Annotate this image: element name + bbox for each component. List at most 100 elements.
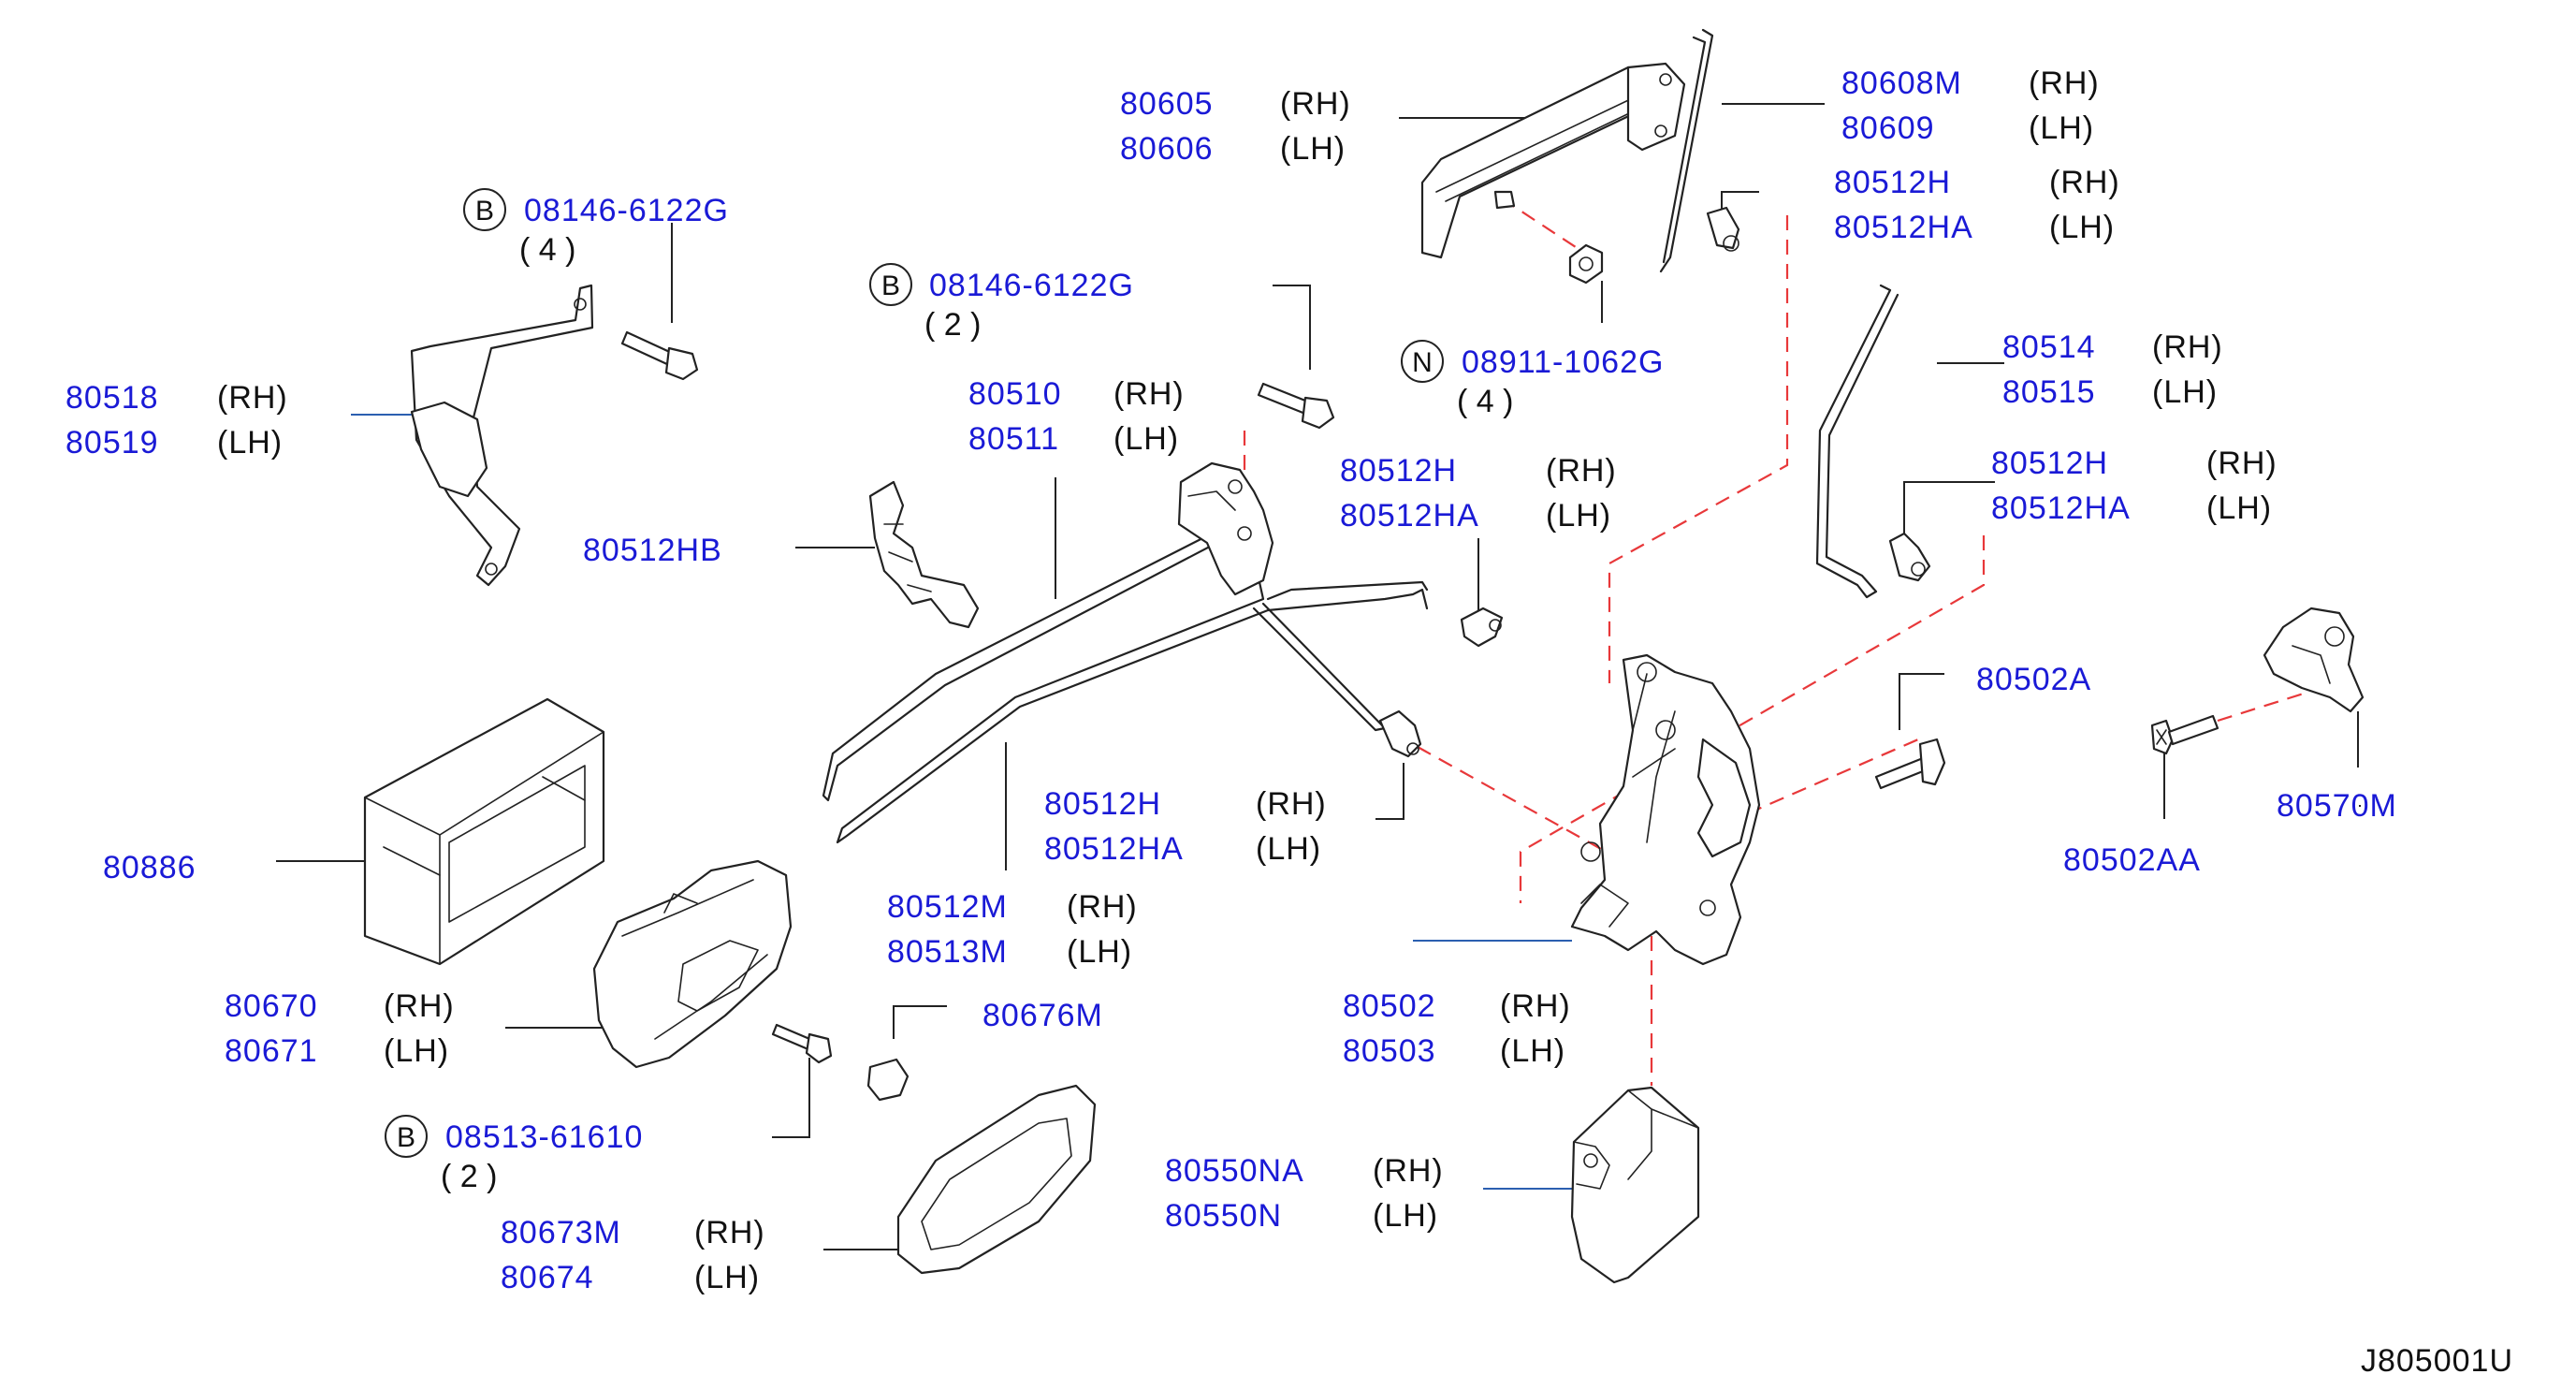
part-number-80550NA[interactable]: 80550NA — [1165, 1153, 1304, 1189]
part-number-80570M[interactable]: 80570M — [2277, 788, 2397, 824]
part-number-08146-6122G[interactable]: 08146-6122G — [524, 193, 729, 228]
part-number-80671[interactable]: 80671 — [225, 1033, 318, 1069]
screw-80502A — [1874, 738, 1946, 790]
part-number-80515[interactable]: 80515 — [2002, 374, 2096, 410]
part-number-80676M[interactable]: 80676M — [982, 998, 1103, 1033]
quantity-4: ( 4 ) — [1457, 384, 1513, 419]
striker-80570M — [2263, 607, 2365, 713]
side-lh: (LH) — [1546, 498, 1611, 534]
side-rh: (RH) — [1067, 889, 1138, 925]
svg-text:B: B — [881, 270, 900, 301]
part-number-80518[interactable]: 80518 — [65, 380, 159, 416]
outside-handle — [1420, 62, 1686, 259]
remote-rods — [822, 527, 1429, 844]
part-number-80605[interactable]: 80605 — [1120, 86, 1214, 122]
side-rh: (RH) — [1373, 1153, 1444, 1189]
part-number-80503[interactable]: 80503 — [1343, 1033, 1436, 1069]
inner-lock-lever — [1177, 461, 1274, 596]
side-lh: (LH) — [2152, 374, 2218, 410]
part-number-80512M[interactable]: 80512M — [887, 889, 1008, 925]
quantity-4: ( 4 ) — [519, 232, 575, 268]
side-rh: (RH) — [1256, 786, 1327, 822]
part-number-80514[interactable]: 80514 — [2002, 329, 2096, 365]
part-number-80510[interactable]: 80510 — [968, 376, 1062, 412]
side-lh: (LH) — [2206, 490, 2272, 526]
side-lh: (LH) — [1373, 1198, 1438, 1234]
bolt-08146-2 — [1257, 382, 1335, 430]
part-number-80519[interactable]: 80519 — [65, 425, 159, 461]
side-rh: (RH) — [1546, 453, 1617, 489]
bolt-08146-4 — [620, 330, 699, 381]
side-rh: (RH) — [2152, 329, 2223, 365]
part-number-80512HA[interactable]: 80512HA — [1991, 490, 2131, 526]
svg-text:N: N — [1412, 347, 1433, 378]
side-lh: (LH) — [1067, 934, 1132, 970]
lock-rod-80514 — [1815, 284, 1899, 599]
part-number-80512H[interactable]: 80512H — [1340, 453, 1457, 489]
clip-80512H-right — [1888, 532, 1931, 582]
part-number-80512H[interactable]: 80512H — [1834, 165, 1951, 200]
side-lh: (LH) — [2049, 210, 2115, 245]
rod-clip-top — [1706, 206, 1740, 252]
nut — [1568, 243, 1604, 285]
side-rh: (RH) — [2029, 66, 2100, 101]
part-number-80511[interactable]: 80511 — [968, 421, 1059, 457]
screw-80502AA — [2150, 714, 2219, 755]
part-number-80608M[interactable]: 80608M — [1841, 66, 1962, 101]
quantity-2: ( 2 ) — [441, 1159, 497, 1194]
side-lh: (LH) — [694, 1260, 760, 1295]
diagram-code: J805001U — [2361, 1343, 2513, 1379]
part-number-80502AA[interactable]: 80502AA — [2063, 842, 2201, 878]
side-rh: (RH) — [217, 380, 288, 416]
badge-b-08146-4: B — [463, 188, 506, 231]
clip-80512HB — [868, 480, 980, 629]
protector-80886 — [363, 697, 605, 966]
part-number-80606[interactable]: 80606 — [1120, 131, 1214, 167]
part-number-08513-61610[interactable]: 08513-61610 — [445, 1119, 643, 1155]
side-rh: (RH) — [2049, 165, 2120, 200]
handle-rod — [1659, 28, 1714, 273]
side-rh: (RH) — [694, 1215, 765, 1250]
part-number-80512H[interactable]: 80512H — [1044, 786, 1161, 822]
part-number-80502[interactable]: 80502 — [1343, 988, 1436, 1024]
part-number-08911-1062G[interactable]: 08911-1062G — [1462, 344, 1664, 380]
side-rh: (RH) — [1113, 376, 1185, 412]
quantity-2: ( 2 ) — [924, 307, 981, 343]
part-number-80512HB[interactable]: 80512HB — [583, 533, 722, 568]
svg-text:B: B — [397, 1122, 415, 1153]
part-number-80502A[interactable]: 80502A — [1976, 662, 2091, 697]
part-number-80512HA[interactable]: 80512HA — [1044, 831, 1184, 867]
side-rh: (RH) — [2206, 446, 2278, 481]
leader-lines — [276, 103, 2361, 1250]
part-number-08146-6122G[interactable]: 08146-6122G — [929, 268, 1134, 303]
side-lh: (LH) — [1113, 421, 1179, 457]
part-number-80609[interactable]: 80609 — [1841, 110, 1935, 146]
side-rh: (RH) — [1500, 988, 1571, 1024]
side-lh: (LH) — [1500, 1033, 1565, 1069]
badge-b-08513: B — [385, 1115, 428, 1158]
part-number-80674[interactable]: 80674 — [501, 1260, 594, 1295]
assembly-dash-lines — [1243, 197, 2307, 1086]
part-number-80673M[interactable]: 80673M — [501, 1215, 621, 1250]
side-rh: (RH) — [1280, 86, 1351, 122]
door-lock-assembly — [1570, 653, 1761, 966]
badge-b-08146-2: B — [869, 263, 912, 306]
part-number-80512H[interactable]: 80512H — [1991, 446, 2108, 481]
svg-text:B: B — [475, 196, 494, 227]
clip-80676M — [866, 1058, 910, 1102]
part-number-80512HA[interactable]: 80512HA — [1834, 210, 1973, 245]
side-rh: (RH) — [384, 988, 455, 1024]
part-number-80670[interactable]: 80670 — [225, 988, 318, 1024]
part-number-80550N[interactable]: 80550N — [1165, 1198, 1282, 1234]
side-lh: (LH) — [1280, 131, 1346, 167]
part-number-80513M[interactable]: 80513M — [887, 934, 1008, 970]
part-number-80512HA[interactable]: 80512HA — [1340, 498, 1479, 534]
escutcheon-80673M — [896, 1084, 1097, 1275]
clip-80512H-mid — [1460, 607, 1504, 648]
side-lh: (LH) — [217, 425, 283, 461]
screw-08513 — [771, 1023, 833, 1064]
side-lh: (LH) — [384, 1033, 449, 1069]
side-lh: (LH) — [2029, 110, 2094, 146]
part-number-80886[interactable]: 80886 — [103, 850, 196, 885]
